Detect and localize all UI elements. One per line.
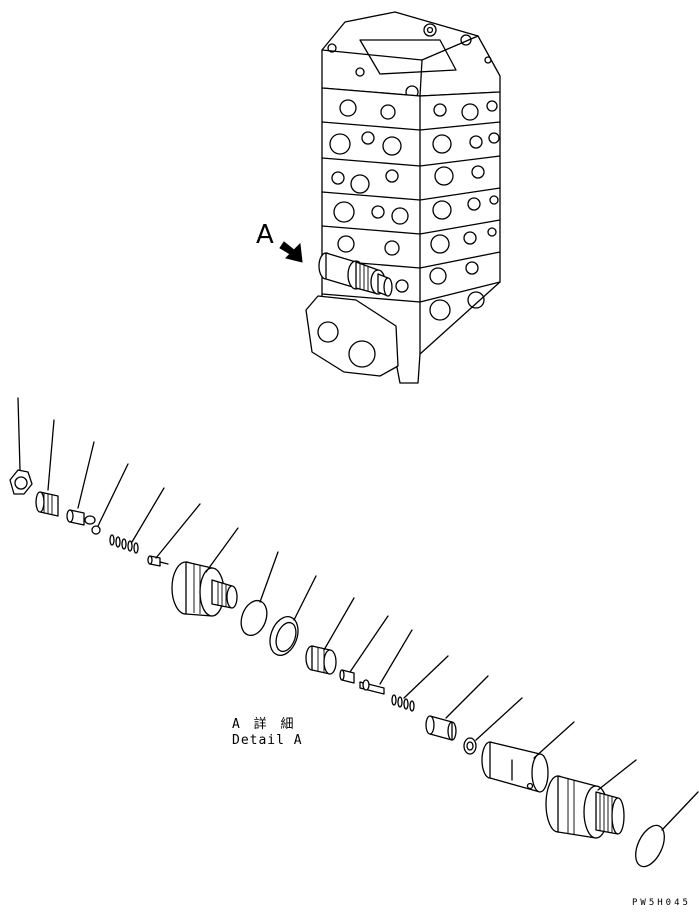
callout-arrow [279, 241, 303, 263]
control-valve-block [305, 11, 501, 384]
part-piston [425, 715, 457, 741]
part-spring-small [391, 694, 415, 712]
part-ball [91, 525, 101, 535]
leader-lines [17, 397, 699, 831]
part-poppet [147, 555, 169, 567]
detail-label-jp: A 詳 細 [232, 717, 297, 732]
part-main-poppet [481, 741, 549, 793]
callout-letter: A [256, 220, 274, 250]
part-backup-ring [269, 616, 299, 656]
part-spring-seat [305, 645, 337, 675]
figure-code: PW5H045 [632, 898, 691, 908]
part-o-ring-large [635, 824, 665, 868]
part-pilot-poppet [359, 679, 385, 695]
part-housing [545, 775, 625, 839]
part-sleeve [339, 669, 355, 684]
installed-valve-a [318, 252, 393, 297]
part-adjust-screw [35, 491, 59, 517]
part-washer [463, 737, 477, 755]
part-nut [9, 469, 33, 495]
detail-label-en: Detail A [232, 733, 303, 748]
part-o-ring [240, 599, 268, 637]
part-spring [109, 534, 139, 554]
part-valve-body [171, 561, 238, 617]
part-plug [66, 509, 96, 526]
